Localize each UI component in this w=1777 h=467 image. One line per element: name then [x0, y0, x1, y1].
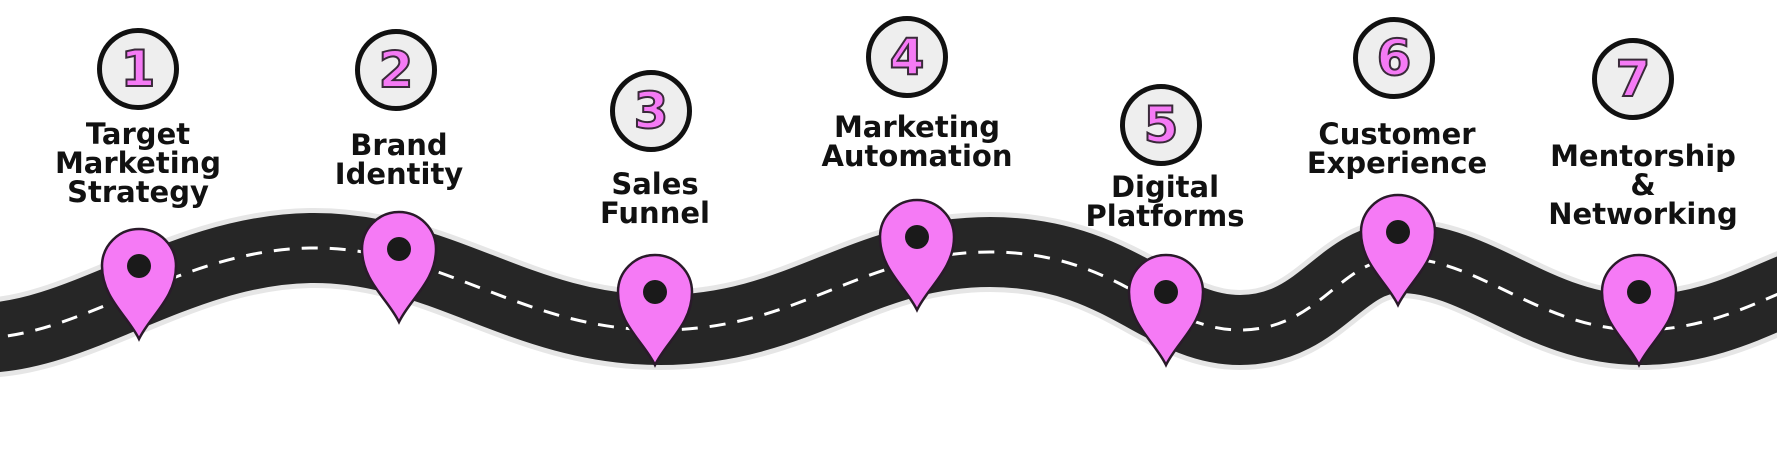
step-6-location-pin-icon	[1359, 193, 1437, 308]
step-3-label: Sales Funnel	[600, 167, 710, 230]
step-1-label: Target Marketing Strategy	[54, 117, 222, 209]
step-4-label: Marketing Automation	[821, 110, 1013, 173]
step-4-number-badge: 4	[866, 16, 948, 98]
step-3-number-badge: 3	[610, 70, 692, 152]
step-5-number-badge: 5	[1120, 84, 1202, 166]
step-7-location-pin-icon	[1600, 253, 1678, 368]
step-2-number-badge: 2	[355, 29, 437, 111]
step-6-label: Customer Experience	[1306, 117, 1488, 180]
step-2-location-pin-icon	[360, 210, 438, 325]
step-7-number-badge: 7	[1592, 38, 1674, 120]
step-7-number: 7	[1615, 50, 1652, 108]
step-7-label: Mentorship & Networking	[1548, 139, 1738, 231]
step-5-label: Digital Platforms	[1085, 170, 1245, 233]
step-4-location-pin-icon	[878, 198, 956, 313]
step-2-label: Brand Identity	[334, 128, 464, 191]
step-1-number: 1	[120, 40, 157, 98]
step-3-number: 3	[633, 82, 670, 140]
step-5-location-pin-icon	[1127, 253, 1205, 368]
step-1-number-badge: 1	[97, 28, 179, 110]
step-3-location-pin-icon	[616, 253, 694, 368]
road-lane-markings	[0, 246, 1777, 339]
step-4-number: 4	[889, 28, 926, 86]
step-6-number-badge: 6	[1353, 17, 1435, 99]
step-6-number: 6	[1376, 29, 1413, 87]
step-1-location-pin-icon	[100, 227, 178, 342]
step-5-number: 5	[1143, 96, 1180, 154]
step-2-number: 2	[378, 41, 415, 99]
